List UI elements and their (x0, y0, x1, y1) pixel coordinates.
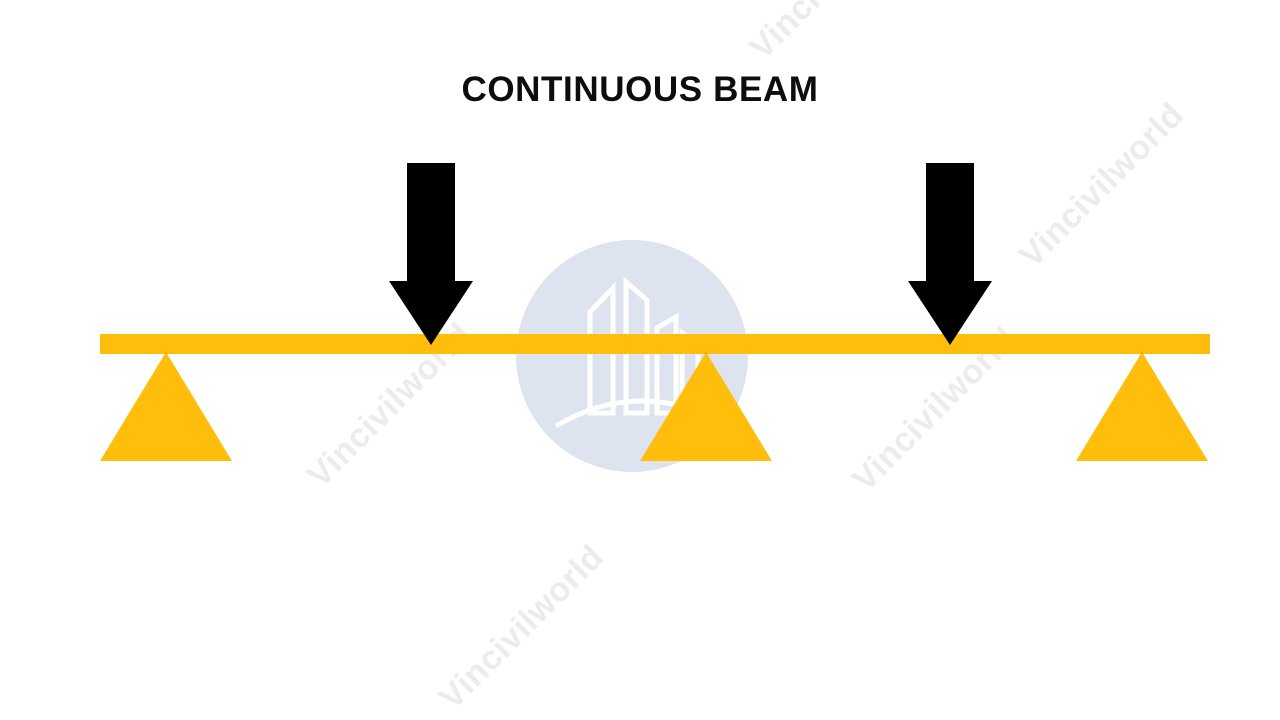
continuous-beam (100, 334, 1210, 354)
support-left (100, 352, 232, 461)
point-load-left (389, 163, 473, 345)
support-middle (640, 352, 772, 461)
page-title: CONTINUOUS BEAM (461, 70, 819, 109)
point-load-right (908, 163, 992, 345)
support-right (1076, 352, 1208, 461)
